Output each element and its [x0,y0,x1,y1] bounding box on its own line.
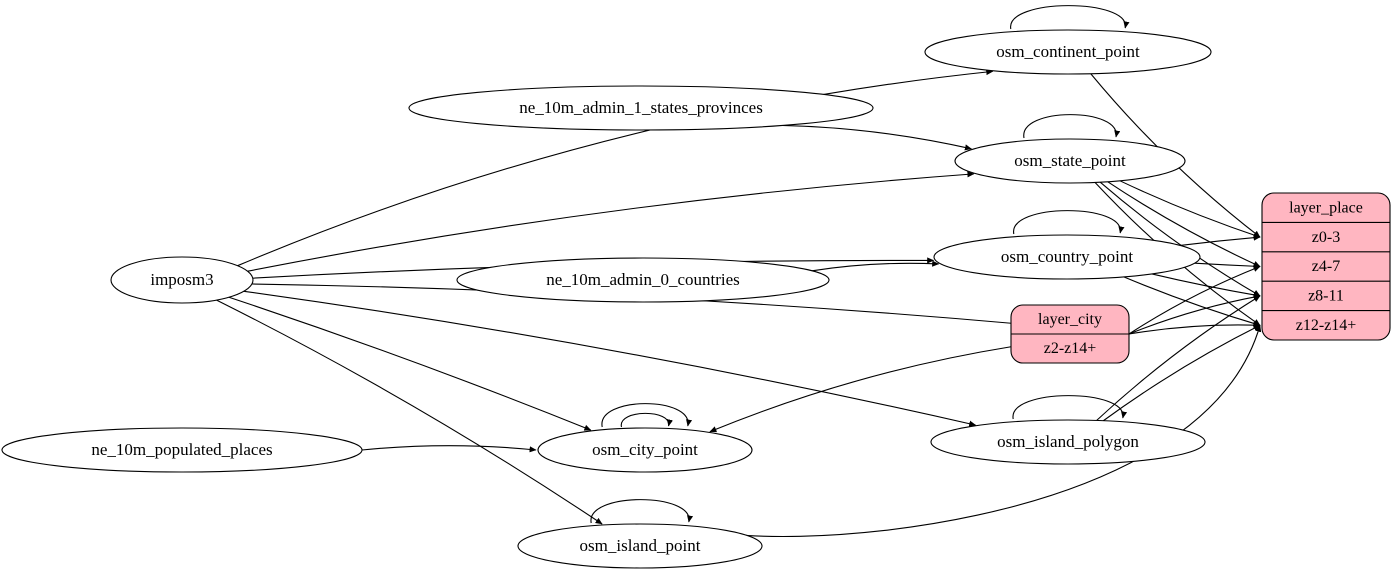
edge-layer_city-to-layer-place-z4-7 [1128,265,1261,335]
node-shape-osm_island_point [517,523,763,569]
edge-osm_country_point-to-layer-place-z12-z14- [1123,276,1261,327]
node-shape-osm_city_point [537,427,753,473]
node-shape-ne_countries [456,257,830,303]
record-row-layer_place-z12-z14-[interactable]: z12-z14+ [1296,317,1357,334]
node-osm_state_point[interactable]: osm_state_point [954,138,1186,184]
node-label-ne_states: ne_10m_admin_1_states_provinces [519,98,763,117]
node-shape-osm_country_point [933,234,1201,280]
edge-self-osm_country_point [1013,210,1125,235]
edge-layer_city-to-layer-place-z12-z14- [1128,322,1261,335]
nodes-layer: imposm3 ne_10m_admin_1_states_provincesne… [1,29,1391,569]
node-label-ne_places: ne_10m_populated_places [91,440,272,459]
node-label-osm_island_polygon: osm_island_polygon [997,432,1139,451]
node-ne_countries[interactable]: ne_10m_admin_0_countries [456,257,830,303]
edge-osm_state_point-to-layer-place-z4-7 [1107,181,1261,267]
node-shape-osm_island_polygon [930,419,1206,465]
record-header-layer_city: layer_city [1038,311,1102,328]
node-shape-osm_state_point [954,138,1186,184]
record-row-layer_city-z2-z14-[interactable]: z2-z14+ [1044,340,1097,357]
node-osm_island_point[interactable]: osm_island_point [517,523,763,569]
edge-self-osm_city_point [601,403,693,428]
node-ne_places[interactable]: ne_10m_populated_places [1,427,363,473]
edge-imposm3-to-osm-island-polygon [243,290,977,427]
node-shape-imposm3 [110,256,254,304]
edge-self-osm_state_point [1023,114,1121,139]
edge-ne_places-to-osm-city-point [361,445,537,453]
edge-osm_country_point-to-layer-place-z4-7 [1194,262,1261,270]
node-label-osm_city_point: osm_city_point [592,440,698,459]
edge-ne_countries-to-osm-country-point [811,260,940,272]
node-label-osm_continent_point: osm_continent_point [996,42,1140,61]
edge-osm_state_point-to-layer-place-z8-11 [1099,181,1261,297]
node-shape-ne_states [408,85,874,131]
record-row-layer_place-z8-11[interactable]: z8-11 [1308,288,1344,305]
node-osm_country_point[interactable]: osm_country_point [933,234,1201,280]
edge-ne_states-to-osm-state-point [782,124,972,151]
record-node-layer_city[interactable]: layer_city z2-z14+ [1010,304,1130,364]
edge-self-inner-osm_city_point [620,412,673,428]
node-shape-ne_places [1,427,363,473]
node-osm_city_point[interactable]: osm_city_point [537,427,753,473]
edge-imposm3-to-osm-city-point [228,296,592,431]
node-label-imposm3: imposm3 [150,270,213,289]
edge-imposm3-to-osm-island-point [216,299,603,525]
edge-osm_country_point-to-layer-place-z8-11 [1151,273,1261,298]
node-ne_states[interactable]: ne_10m_admin_1_states_provinces [408,85,874,131]
edge-imposm3-to-osm-state-point [247,171,975,272]
edge-osm_island_polygon-to-layer-place-z8-11 [1096,295,1261,421]
node-label-osm_island_point: osm_island_point [580,536,701,555]
record-node-layer_place[interactable]: layer_place z0-3 z4-7 z8-11 z12-z14+ [1261,192,1391,341]
record-header-layer_place: layer_place [1289,199,1363,216]
node-osm_continent_point[interactable]: osm_continent_point [924,29,1212,75]
node-label-osm_country_point: osm_country_point [1001,247,1133,266]
record-box-layer_place [1261,192,1391,341]
record-row-layer_place-z0-3[interactable]: z0-3 [1312,229,1340,246]
edge-self-osm_island_polygon [1012,395,1128,420]
edge-osm_country_point-to-layer-place-z0-3 [1180,234,1261,246]
record-row-layer_place-z4-7[interactable]: z4-7 [1312,258,1340,275]
edge-osm_island_polygon-to-layer-place-z12-z14- [1103,324,1261,422]
edge-self-osm_continent_point [1010,5,1130,30]
edge-self-osm_island_point [590,499,694,524]
node-osm_island_polygon[interactable]: osm_island_polygon [930,419,1206,465]
node-imposm3[interactable]: imposm3 [110,256,254,304]
node-shape-osm_continent_point [924,29,1212,75]
edge-imposm3-to-osm-continent-point [237,68,994,267]
node-label-osm_state_point: osm_state_point [1014,151,1126,170]
edges-layer [216,5,1262,538]
edge-osm_state_point-to-layer-place-z0-3 [1119,180,1261,238]
node-label-ne_countries: ne_10m_admin_0_countries [546,270,740,289]
edge-layer_city-to-osm-city-point [709,346,1012,433]
edge-layer_city-to-layer-place-z8-11 [1128,294,1261,335]
